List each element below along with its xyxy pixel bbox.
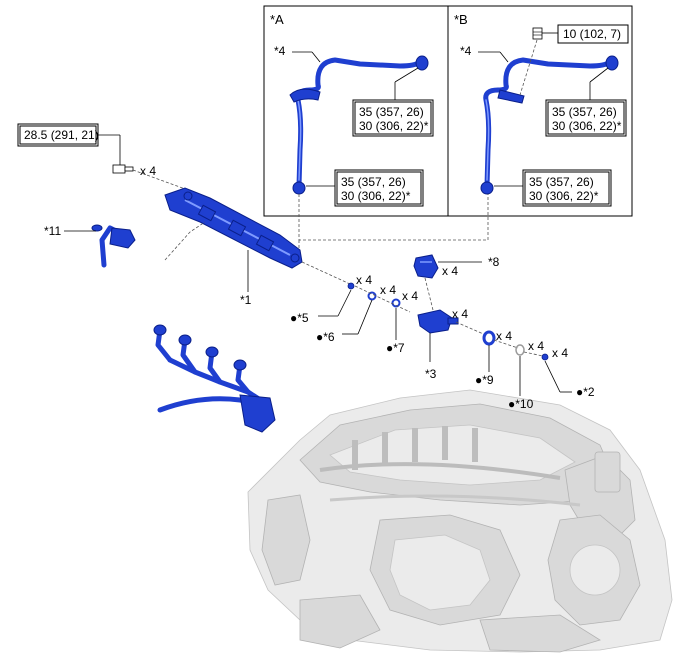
part-10-ring (515, 344, 525, 356)
part-label-9: ●*9 (475, 373, 494, 387)
svg-text:x 4: x 4 (496, 329, 512, 343)
wire-harness (153, 324, 276, 433)
fuel-rail (164, 187, 303, 269)
view-b-label: *B (454, 12, 468, 27)
part-7-ring (391, 298, 401, 308)
torque-box-b-lower: 35 (357, 26) 30 (306, 22)* (522, 169, 612, 207)
part-5-ring (347, 282, 355, 290)
sensor-connector (91, 224, 136, 268)
bolt-icon (112, 164, 134, 174)
part-label-11: *11 (44, 224, 61, 238)
part-label-4a: *4 (274, 44, 286, 58)
bolt-b-icon (532, 27, 543, 40)
part-label-2: ●*2 (576, 385, 595, 399)
part-9-ring (482, 330, 496, 346)
part-label-3: *3 (425, 367, 437, 381)
svg-text:35 (357, 26): 35 (357, 26) (552, 105, 617, 119)
svg-text:35 (357, 26): 35 (357, 26) (529, 175, 594, 189)
svg-text:x 4: x 4 (380, 283, 396, 297)
svg-text:35 (357, 26): 35 (357, 26) (359, 105, 424, 119)
view-a-label: *A (270, 12, 284, 27)
svg-text:x 4: x 4 (402, 289, 418, 303)
torque-box-b-upper: 35 (357, 26) 30 (306, 22)* (545, 99, 627, 137)
part-3-injector (417, 309, 459, 334)
part-label-8: *8 (488, 255, 500, 269)
torque-box-a-upper: 35 (357, 26) 30 (306, 22)* (352, 99, 434, 137)
fuel-pipe-a (289, 55, 429, 195)
svg-text:30 (306, 22)*: 30 (306, 22)* (359, 119, 429, 133)
svg-text:10 (102, 7): 10 (102, 7) (563, 27, 621, 41)
svg-text:35 (357, 26): 35 (357, 26) (341, 175, 406, 189)
torque-box-main-bolt: 28.5 (291, 21) (17, 123, 99, 147)
part-label-5: ●*5 (290, 311, 309, 325)
engine-illustration (247, 389, 673, 653)
svg-text:x 4: x 4 (442, 264, 458, 278)
part-label-7: ●*7 (386, 341, 405, 355)
torque-box-a-lower: 35 (357, 26) 30 (306, 22)* (334, 169, 424, 207)
svg-text:x 4: x 4 (528, 339, 544, 353)
svg-text:30 (306, 22)*: 30 (306, 22)* (341, 189, 411, 203)
part-label-1: *1 (240, 293, 252, 307)
fuel-pipe-b (480, 27, 619, 195)
svg-text:28.5 (291, 21): 28.5 (291, 21) (24, 128, 99, 142)
part-label-4b: *4 (460, 44, 472, 58)
svg-text:x 4: x 4 (356, 273, 372, 287)
torque-box-b-bolt: 10 (102, 7) (557, 24, 629, 44)
svg-text:x 4: x 4 (452, 307, 468, 321)
svg-text:x 4: x 4 (552, 346, 568, 360)
part-label-10: ●*10 (508, 397, 534, 411)
part-6-ring (367, 291, 377, 301)
part-2-ring (541, 353, 549, 361)
svg-text:30 (306, 22)*: 30 (306, 22)* (529, 189, 599, 203)
svg-text:30 (306, 22)*: 30 (306, 22)* (552, 119, 622, 133)
qty-bolt: x 4 (140, 164, 156, 178)
part-label-6: ●*6 (316, 330, 335, 344)
part-8-clamp (413, 254, 439, 279)
